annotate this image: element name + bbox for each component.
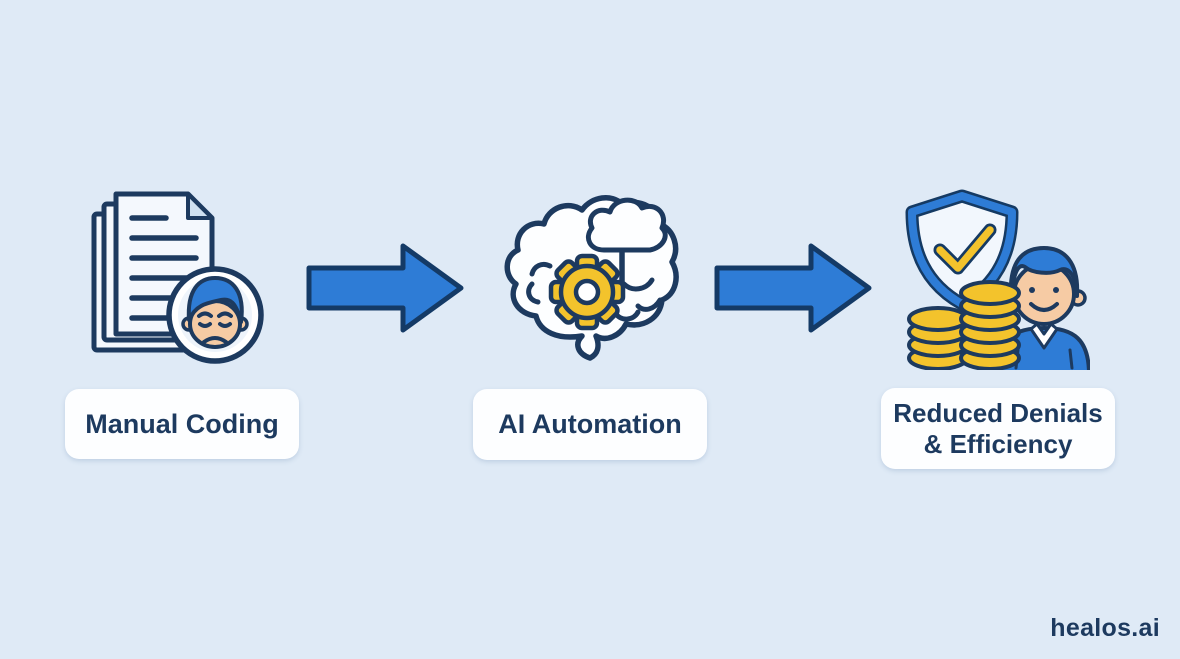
shield-check-icon	[905, 189, 1019, 311]
right-arrow-icon	[306, 243, 464, 333]
brain-detail-lines	[526, 261, 663, 322]
shield-check-coins-person-icon	[905, 189, 1090, 370]
step-label-text: Manual Coding	[85, 408, 279, 439]
step-label-manual-coding: Manual Coding	[65, 389, 299, 459]
step-label-text-line1: Reduced Denials	[893, 397, 1103, 428]
documents-sad-face-icon	[91, 191, 264, 364]
sad-face-badge	[166, 266, 264, 364]
page-fold-corner	[186, 192, 214, 220]
step-label-text: AI Automation	[498, 409, 682, 439]
brain-gear-cloud-icon	[504, 195, 679, 361]
cloud-shape	[586, 197, 668, 253]
happy-face-features	[1029, 287, 1059, 312]
gear-icon	[548, 253, 626, 331]
blue-hair	[1008, 246, 1080, 298]
blue-hair	[186, 276, 244, 324]
step-label-reduced-denials: Reduced Denials & Efficiency	[881, 388, 1115, 469]
step-label-text-line2: & Efficiency	[923, 428, 1073, 459]
step-label-ai-automation: AI Automation	[473, 389, 707, 460]
brand-text: healos.ai	[1050, 614, 1160, 642]
gear-center-hole	[573, 278, 601, 306]
coin-stacks-icon	[907, 280, 1021, 370]
sad-face-features	[197, 311, 233, 344]
right-arrow-icon	[714, 243, 872, 333]
